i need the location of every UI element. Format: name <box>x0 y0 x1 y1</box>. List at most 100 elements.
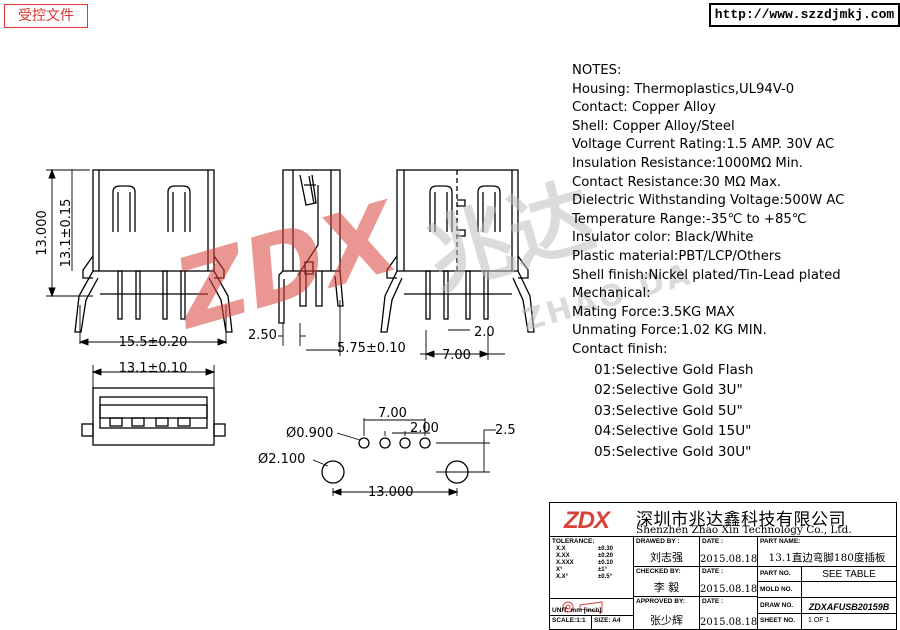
dim-rear-7-00: 7.00 <box>442 348 471 363</box>
finish-option: 02:Selective Gold 3U" <box>594 382 743 398</box>
tol-value: ±0.10 <box>598 560 613 566</box>
tol-key: X° <box>556 567 563 573</box>
finish-option: 04:Selective Gold 15U" <box>594 423 752 439</box>
part-name-value: 13.1直边弯脚180度插板 <box>768 552 886 564</box>
dim-pcb-13-000: 13.000 <box>368 485 414 500</box>
note-line: Contact Resistance:30 MΩ Max. <box>572 174 782 190</box>
draw-no-value-cell: ZDXAFUSB20159B <box>802 598 896 614</box>
mold-no-label-cell: MOLD NO. <box>758 582 802 598</box>
draw-no-label: DRAW NO. <box>760 602 794 609</box>
company-url[interactable]: http://www.szzdjmkj.com <box>709 3 900 27</box>
size-cell: SIZE: A4 <box>592 616 634 629</box>
drawn-by-label: DRAWED BY : <box>636 538 680 545</box>
note-line: Insulation Resistance:1000MΩ Min. <box>572 155 803 171</box>
part-no-label: PART NO. <box>760 570 791 577</box>
dim-13-000: 13.000 <box>35 210 50 256</box>
sheet-no-label-cell: SHEET NO. <box>758 614 802 629</box>
date3-value: 2015.08.18 <box>700 617 758 628</box>
checked-by-value: 李 毅 <box>653 581 680 594</box>
part-no-value: SEE TABLE <box>822 569 876 580</box>
side-view <box>278 169 344 324</box>
draw-no-label-cell: DRAW NO. <box>758 598 802 614</box>
date2-value: 2015.08.18 <box>700 584 758 595</box>
note-line: Contact: Copper Alloy <box>572 100 716 116</box>
dim-15-5: 15.5±0.20 <box>119 335 188 350</box>
tol-value: ±1° <box>598 567 608 573</box>
date-label: DATE : <box>702 538 724 545</box>
date-label: DATE : <box>702 568 724 575</box>
dim-13-1: 13.1±0.15 <box>59 199 74 268</box>
approved-by-cell: APPROVED BY: 张少辉 <box>634 597 700 629</box>
mating-face-view <box>81 387 226 446</box>
dim-pcb-7-00: 7.00 <box>378 406 407 421</box>
finish-option: 05:Selective Gold 30U" <box>594 443 752 460</box>
mold-no-value-cell <box>802 582 896 598</box>
finish-option: 03:Selective Gold 5U" <box>594 402 743 419</box>
front-view <box>74 169 233 333</box>
date3-cell: DATE : 2015.08.18 <box>700 597 758 629</box>
tolerance-label: TOLERANCE: <box>552 538 595 545</box>
tol-key: X.X° <box>556 574 569 580</box>
unit-label: UNIT: mm [inch] <box>552 607 602 614</box>
tolerance-keys: X.X X.XX X.XXX X° X.X° <box>556 546 574 581</box>
dim-pcb-hole-0-9: Ø0.900 <box>286 426 333 441</box>
controlled-document-stamp: 受控文件 <box>4 4 88 28</box>
sheet-no-value-cell: 1 OF 1 <box>802 614 896 629</box>
tol-key: X.XX <box>556 553 570 559</box>
approved-by-label: APPROVED BY: <box>636 598 685 605</box>
dim-front-13-1: 13.1±0.10 <box>119 361 188 376</box>
pcb-layout <box>321 437 469 484</box>
sheet-no-label: SHEET NO. <box>760 617 796 624</box>
projection-symbol-icon <box>562 601 603 613</box>
tolerance-values: ±0.30 ±0.20 ±0.10 ±1° ±0.5° <box>598 546 613 581</box>
tol-key: X.X <box>556 546 566 552</box>
notes-heading: NOTES: <box>572 63 622 78</box>
draw-no-value: ZDXAFUSB20159B <box>808 602 890 612</box>
dim-pcb-hole-2-1: Ø2.100 <box>258 452 305 467</box>
mold-no-label: MOLD NO. <box>760 586 793 593</box>
part-name-label: PART NAME: <box>760 538 801 545</box>
scale-label: SCALE:1:1 <box>552 617 586 624</box>
note-line: Mating Force:3.5KG MAX <box>572 304 735 320</box>
note-line: Insulator color: Black/White <box>572 230 754 246</box>
note-line: Temperature Range:-35℃ to +85℃ <box>572 211 807 227</box>
size-label: SIZE: A4 <box>594 617 621 624</box>
company-header: ZDX 深圳市兆达鑫科技有限公司 Shenzhen Zhao Xin Techn… <box>550 503 896 537</box>
sheet-no-value: 1 OF 1 <box>808 617 830 624</box>
dim-pcb-2-5: 2.5 <box>495 423 516 438</box>
part-no-label-cell: PART NO. <box>758 567 802 582</box>
rear-view <box>380 169 535 333</box>
checked-by-cell: CHECKED BY: 李 毅 <box>634 567 700 597</box>
note-line: Voltage Current Rating:1.5 AMP. 30V AC <box>572 137 835 153</box>
dim-rear-2-0: 2.0 <box>474 325 495 340</box>
title-block: ZDX 深圳市兆达鑫科技有限公司 Shenzhen Zhao Xin Techn… <box>549 502 897 630</box>
dim-5-75: 5.75±0.10 <box>337 341 406 356</box>
part-name-cell: PART NAME: 13.1直边弯脚180度插板 <box>758 537 896 567</box>
date-label: DATE : <box>702 598 724 605</box>
tol-value: ±0.5° <box>598 574 613 580</box>
dim-2-50: 2.50 <box>248 328 277 343</box>
part-no-value-cell: SEE TABLE <box>802 567 896 582</box>
unit-cell: UNIT: mm [inch] <box>550 607 634 617</box>
checked-by-label: CHECKED BY: <box>636 568 681 575</box>
finish-option: 01:Selective Gold Flash <box>594 361 754 378</box>
note-line: Unmating Force:1.02 KG MIN. <box>572 323 767 339</box>
note-line: Shell finish:Nickel plated/Tin-Lead plat… <box>572 267 841 283</box>
note-line: Dielectric Withstanding Voltage:500W AC <box>572 193 845 209</box>
notes-block: NOTES: Housing: Thermoplastics,UL94V-0 C… <box>572 62 844 462</box>
company-name-cn: 深圳市兆达鑫科技有限公司 <box>636 510 846 530</box>
scale-cell: SCALE:1:1 <box>550 616 592 629</box>
tol-value: ±0.20 <box>598 553 613 559</box>
note-line: Mechanical: <box>572 286 651 302</box>
approved-by-value: 张少辉 <box>650 614 683 627</box>
dim-pcb-2-00: 2.00 <box>410 421 439 436</box>
tol-value: ±0.30 <box>598 546 613 552</box>
date1-cell: DATE : 2015.08.18 <box>700 537 758 567</box>
note-line: Plastic material:PBT/LCP/Others <box>572 248 782 264</box>
tolerance-cell: TOLERANCE: X.X X.XX X.XXX X° X.X° ±0.30 … <box>550 537 634 599</box>
company-logo: ZDX <box>564 507 610 534</box>
company-name-en: Shenzhen Zhao Xin Technology Co., Ltd. <box>636 524 852 536</box>
note-line: Shell: Copper Alloy/Steel <box>572 118 735 134</box>
date2-cell: DATE : 2015.08.18 <box>700 567 758 597</box>
